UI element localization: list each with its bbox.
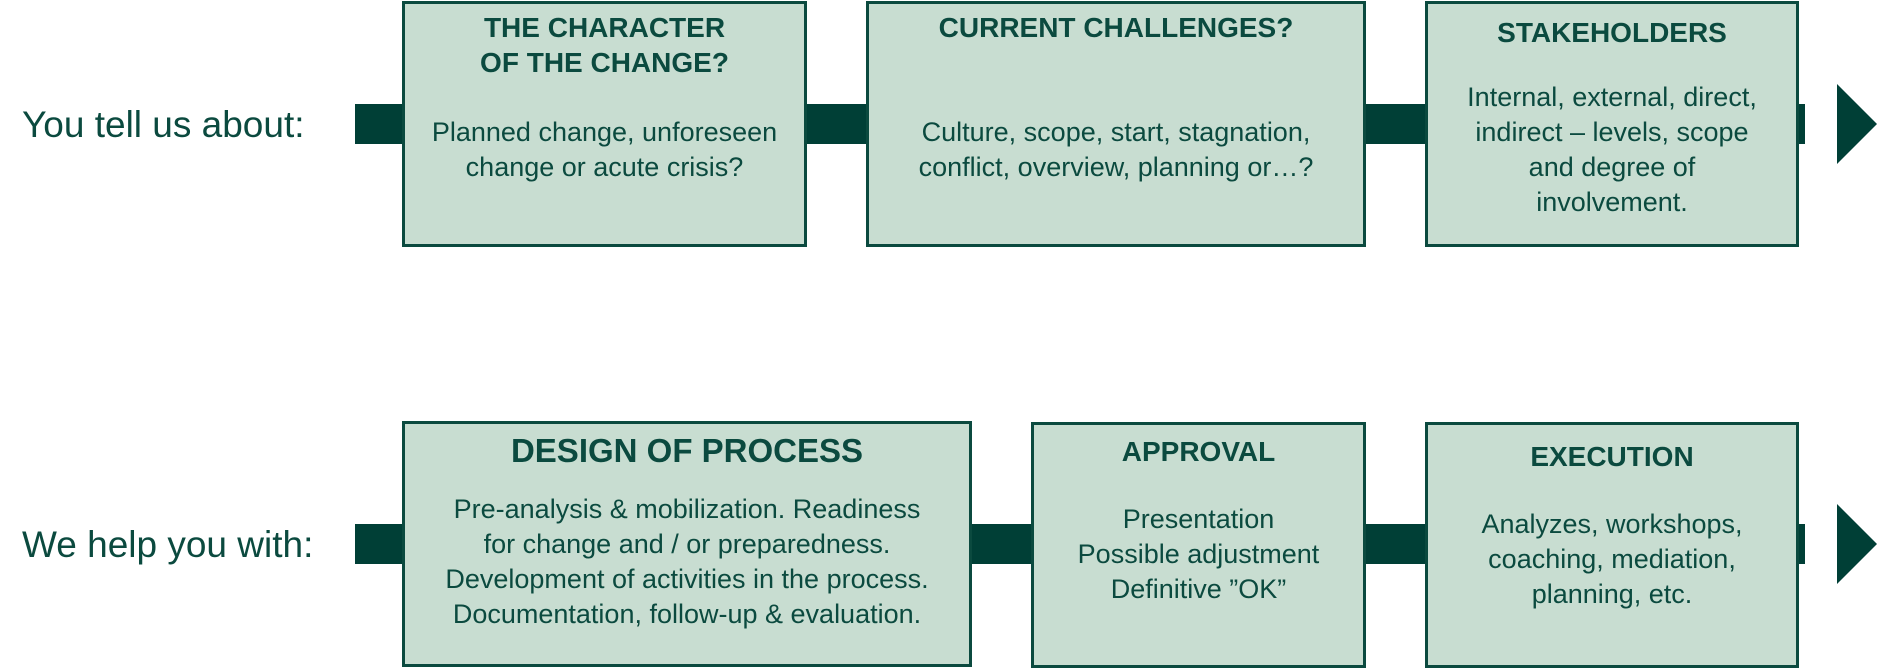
row-label-help-with: We help you with: bbox=[22, 524, 314, 565]
box-body: Internal, external, direct, indirect – l… bbox=[1467, 82, 1757, 217]
box-character-of-change: THE CHARACTER OF THE CHANGE? Planned cha… bbox=[402, 1, 807, 247]
box-body: Planned change, unforeseen change or acu… bbox=[431, 117, 778, 182]
flow-arrowhead-icon bbox=[1837, 84, 1877, 164]
box-body: Presentation Possible adjustment Definit… bbox=[1077, 504, 1320, 604]
box-body: Analyzes, workshops, coaching, mediation… bbox=[1481, 509, 1743, 609]
box-approval: APPROVAL Presentation Possible adjustmen… bbox=[1031, 422, 1366, 668]
box-title: CURRENT CHALLENGES? bbox=[938, 12, 1294, 43]
box-stakeholders: STAKEHOLDERS Internal, external, direct,… bbox=[1425, 1, 1799, 247]
box-title: STAKEHOLDERS bbox=[1497, 17, 1727, 48]
box-execution: EXECUTION Analyzes, workshops, coaching,… bbox=[1425, 422, 1799, 668]
flow-arrowhead-icon bbox=[1837, 504, 1877, 584]
box-current-challenges: CURRENT CHALLENGES? Culture, scope, star… bbox=[866, 1, 1366, 247]
box-title: DESIGN OF PROCESS bbox=[510, 432, 864, 469]
box-body: Culture, scope, start, stagnation, confl… bbox=[918, 117, 1314, 182]
box-title: EXECUTION bbox=[1530, 441, 1694, 472]
row-label-tell-us: You tell us about: bbox=[22, 104, 305, 145]
box-title: THE CHARACTER OF THE CHANGE? bbox=[480, 12, 729, 78]
box-design-of-process: DESIGN OF PROCESS Pre-analysis & mobiliz… bbox=[402, 421, 972, 667]
box-body: Pre-analysis & mobilization. Readiness f… bbox=[445, 494, 929, 629]
box-title: APPROVAL bbox=[1121, 436, 1276, 467]
